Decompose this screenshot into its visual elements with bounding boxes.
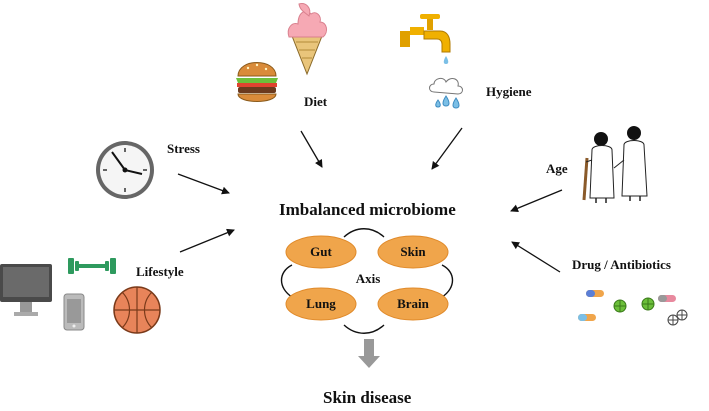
- gut-label: Gut: [310, 244, 332, 259]
- axis-connectors: [280, 228, 454, 334]
- burger-icon: [236, 62, 278, 102]
- pills-icon: [578, 290, 688, 326]
- monitor-icon: [0, 264, 52, 316]
- clock-icon: [96, 141, 154, 199]
- dumbbell-icon: [68, 258, 116, 274]
- stress-arrow: [177, 173, 230, 195]
- hygiene-label: Hygiene: [486, 84, 532, 99]
- water-drops-icon: [429, 77, 463, 109]
- diet-label: Diet: [304, 94, 328, 109]
- axis-node-gut: Gut: [285, 235, 357, 269]
- age-label: Age: [546, 161, 568, 176]
- faucet-icon: [400, 14, 451, 64]
- lifestyle-label: Lifestyle: [136, 264, 184, 279]
- age-arrow: [510, 189, 563, 213]
- diet-arrow: [300, 130, 323, 168]
- basketball-icon: [113, 286, 161, 334]
- axis-node-brain: Brain: [377, 287, 449, 321]
- axis-node-skin: Skin: [377, 235, 449, 269]
- stress-label: Stress: [167, 141, 200, 156]
- center-title: Imbalanced microbiome: [279, 200, 456, 219]
- arrows: [177, 127, 563, 273]
- lifestyle-arrow: [179, 228, 235, 253]
- down-arrow: [358, 339, 380, 368]
- hygiene-arrow: [431, 127, 463, 170]
- lung-label: Lung: [306, 296, 336, 311]
- elderly-couple-icon: [582, 126, 648, 203]
- outcome-label: Skin disease: [323, 388, 412, 407]
- drug-arrow: [511, 241, 561, 273]
- drug-label: Drug / Antibiotics: [572, 257, 671, 272]
- phone-icon: [63, 293, 85, 331]
- axis-label: Axis: [356, 271, 381, 286]
- axis-node-lung: Lung: [285, 287, 357, 321]
- skin-label: Skin: [400, 244, 426, 259]
- ice-cream-icon: [287, 3, 328, 76]
- brain-label: Brain: [397, 296, 430, 311]
